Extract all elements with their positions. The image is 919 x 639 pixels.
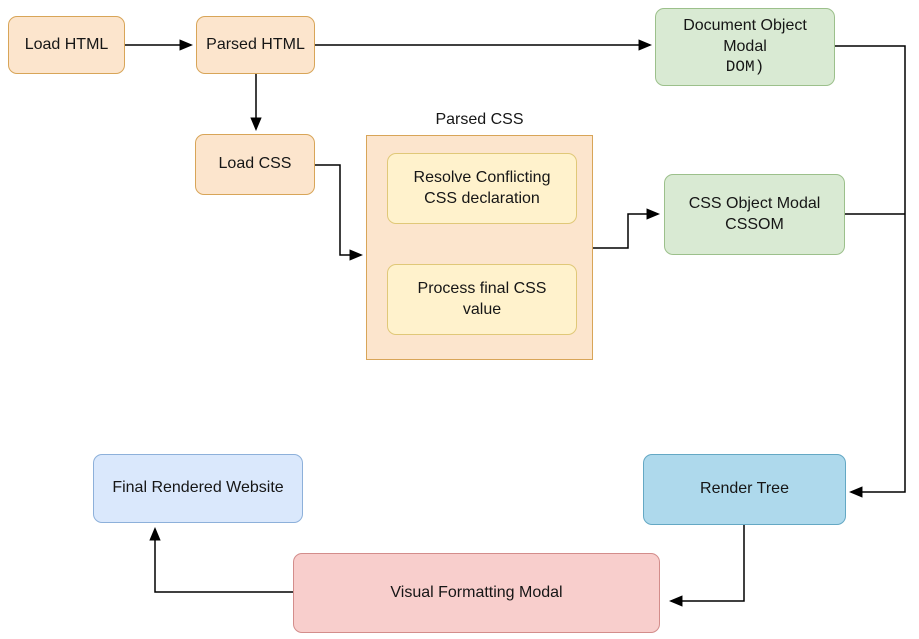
edge-dom-to-render-tree <box>835 45 906 498</box>
node-process-final-css: Process final CSS value <box>387 264 577 335</box>
node-load-css-label: Load CSS <box>218 155 292 173</box>
node-render-tree-label: Render Tree <box>700 480 789 498</box>
node-parsed-html: Parsed HTML <box>196 16 315 74</box>
node-load-html: Load HTML <box>8 16 125 74</box>
edge-load-css-to-parsed-css-group <box>315 164 364 261</box>
edge-visual-formatting-to-final-rendered <box>149 526 293 593</box>
node-css-object-modal: CSS Object Modal CSSOM <box>664 174 845 255</box>
node-parsed-html-label: Parsed HTML <box>206 35 305 53</box>
node-css-object-modal-label: CSS Object Modal CSSOM <box>688 195 821 233</box>
edge-parsed-css-group-to-cssom <box>593 208 661 249</box>
node-resolve-conflicting-css-label: Resolve Conflicting CSS declaration <box>413 169 551 207</box>
edge-render-tree-to-visual-formatting <box>668 525 745 607</box>
node-document-object-modal-code-label: DOM) <box>725 58 765 77</box>
node-render-tree: Render Tree <box>643 454 846 525</box>
node-final-rendered-website: Final Rendered Website <box>93 454 303 523</box>
node-load-css: Load CSS <box>195 134 315 195</box>
node-final-rendered-website-label: Final Rendered Website <box>112 479 284 497</box>
node-document-object-modal-label: Document Object Modal <box>683 17 807 55</box>
node-process-final-css-label: Process final CSS value <box>417 280 547 318</box>
node-visual-formatting-modal: Visual Formatting Modal <box>293 553 660 633</box>
node-document-object-modal: Document Object Modal DOM) <box>655 8 835 86</box>
node-visual-formatting-modal-label: Visual Formatting Modal <box>390 583 563 601</box>
node-load-html-label: Load HTML <box>24 35 109 53</box>
node-resolve-conflicting-css: Resolve Conflicting CSS declaration <box>387 153 577 224</box>
parsed-css-group-title: Parsed CSS <box>435 111 524 128</box>
